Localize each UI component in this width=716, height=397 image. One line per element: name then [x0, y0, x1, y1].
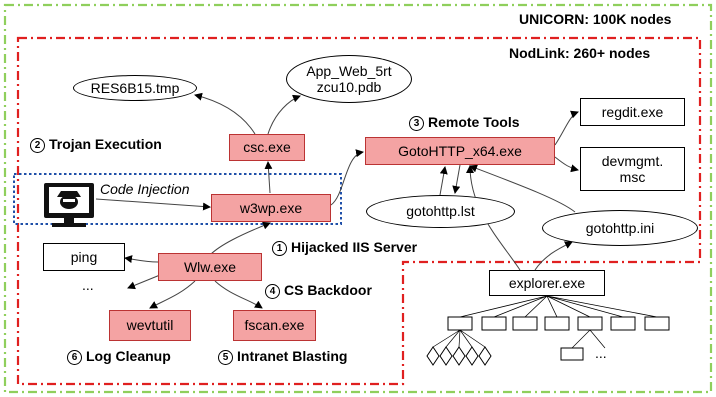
explorer-grandchild-diamonds — [426, 346, 584, 366]
node-gotohttp-x64-exe: GotoHTTP_x64.exe — [365, 137, 555, 165]
nodlink-title: NodLink: 260+ nodes — [509, 45, 651, 61]
step-6-text: Log Cleanup — [86, 348, 171, 364]
edge-wlw-fscan — [214, 280, 263, 309]
edge-gotohttp-regdit — [554, 110, 579, 146]
node-app-web-pdb-line1: App_Web_5rt — [306, 62, 392, 79]
edge-wlw-w3wp — [209, 221, 271, 256]
edge-gotohttp-devmgmt — [554, 156, 579, 173]
step-1-number: 1 — [272, 241, 287, 256]
edge-w3wp-csc — [264, 161, 273, 194]
step-4-text: CS Backdoor — [284, 282, 372, 298]
node-wlw-exe: Wlw.exe — [158, 253, 262, 281]
step-5-text: Intranet Blasting — [237, 348, 348, 364]
step-3-number: 3 — [409, 116, 424, 131]
step-2-number: 2 — [30, 138, 45, 153]
node-app-web-pdb: App_Web_5rt zcu10.pdb — [286, 55, 412, 103]
nodlink-frame — [16, 36, 702, 386]
node-app-web-pdb-line2: zcu10.pdb — [316, 79, 382, 95]
step-1-label: 1 Hijacked IIS Server — [272, 239, 417, 256]
edge-gotohttp-lst — [452, 164, 461, 194]
unicorn-frame — [3, 3, 713, 394]
node-devmgmt-msc: devmgmt. msc — [580, 147, 685, 191]
step-6-number: 6 — [67, 350, 82, 365]
node-explorer-exe: explorer.exe — [489, 270, 605, 296]
node-wevtutil: wevtutil — [109, 310, 191, 341]
node-devmgmt-line1: devmgmt. — [601, 152, 664, 169]
node-gotohttp-ini: gotohttp.ini — [542, 210, 698, 246]
edge-explorer-diamonds — [432, 329, 606, 349]
edge-wlw-ping — [124, 255, 159, 264]
step-6-label: 6 Log Cleanup — [67, 348, 171, 365]
node-w3wp-exe: w3wp.exe — [211, 194, 331, 222]
unicorn-title: UNICORN: 100K nodes — [519, 11, 672, 27]
step-3-text: Remote Tools — [428, 114, 520, 130]
node-ping: ping — [43, 243, 125, 271]
edge-lst-gotohttp — [439, 166, 448, 196]
edge-wlw-left — [127, 274, 161, 290]
edge-explorer-ini — [534, 241, 573, 271]
node-ellipsis-left: ... — [82, 277, 94, 293]
node-res6b15-tmp: RES6B15.tmp — [73, 75, 197, 101]
edge-csc-res6b15 — [194, 92, 256, 135]
step-5-label: 5 Intranet Blasting — [218, 348, 347, 365]
step-4-number: 4 — [265, 284, 280, 299]
node-fscan-exe: fscan.exe — [233, 310, 316, 341]
step-5-number: 5 — [218, 350, 233, 365]
step-3-label: 3 Remote Tools — [409, 114, 520, 131]
edge-hacker-w3wp — [95, 198, 211, 211]
injection-frame — [13, 173, 342, 225]
hacker-monitor-icon — [44, 183, 94, 227]
explorer-child-boxes — [447, 316, 670, 331]
node-devmgmt-line2: msc — [619, 169, 646, 185]
step-2-text: Trojan Execution — [49, 136, 162, 152]
edge-ini-gotohttp — [469, 164, 576, 213]
edge-w3wp-gotohttp — [330, 149, 364, 206]
node-regdit-exe: regdit.exe — [580, 98, 685, 126]
step-1-text: Hijacked IIS Server — [291, 239, 418, 255]
node-csc-exe: csc.exe — [229, 134, 305, 161]
code-injection-label: Code Injection — [100, 181, 190, 197]
edge-explorer-children — [459, 295, 658, 318]
edge-wlw-wevtutil — [149, 280, 196, 309]
step-4-label: 4 CS Backdoor — [265, 282, 372, 299]
step-2-label: 2 Trojan Execution — [30, 136, 162, 153]
node-gotohttp-lst: gotohttp.lst — [366, 195, 515, 228]
node-ellipsis-right: ... — [595, 345, 607, 361]
edge-csc-appweb — [267, 94, 301, 135]
